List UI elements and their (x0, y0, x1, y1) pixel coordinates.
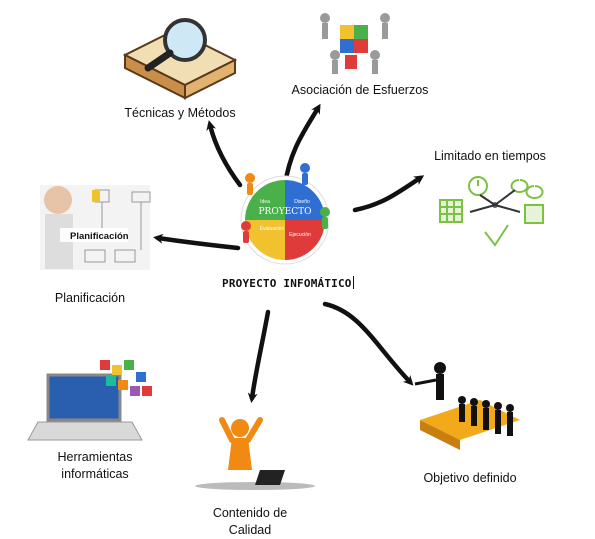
puzzle-word-proyecto: PROYECTO (259, 207, 312, 217)
center-title[interactable]: PROYECTO INFOMÁTICO (222, 276, 354, 290)
magnifier-book-image (122, 18, 238, 100)
leader-team-image (414, 362, 520, 450)
center-puzzle-image: PROYECTO Diseño Idea Evaluación Ejecució… (240, 163, 330, 265)
node-herramientas-line2: informáticas (61, 467, 129, 481)
node-contenido: Contenido de Calidad (195, 505, 305, 539)
node-tecnicas: Técnicas y Métodos (124, 106, 236, 120)
arrows (153, 103, 425, 403)
node-limitado: Limitado en tiempos (434, 149, 546, 163)
arrow-to-tecnicas (206, 120, 243, 188)
puzzle-word-ejecucion: Ejecución (289, 232, 311, 238)
node-planificacion: Planificación (54, 291, 126, 305)
people-puzzle-image (320, 13, 390, 74)
text-cursor (352, 276, 354, 289)
arrow-to-objetivo (322, 301, 414, 386)
arrow-to-planificacion (153, 233, 241, 251)
node-herramientas-line1: Herramientas (57, 450, 133, 464)
planning-flowchart-image: Planificación (40, 185, 151, 270)
time-icons-image (439, 176, 544, 247)
node-objetivo: Objetivo definido (423, 471, 517, 485)
arrow-to-contenido (247, 309, 271, 403)
puzzle-word-evaluacion: Evaluación (260, 226, 285, 232)
node-contenido-line2: Calidad (228, 523, 272, 537)
node-herramientas: Herramientas informáticas (40, 449, 150, 483)
node-contenido-line1: Contenido de (212, 506, 288, 520)
planning-image-text: Planificación (70, 231, 129, 242)
center-title-text: PROYECTO INFOMÁTICO (222, 277, 352, 290)
laptop-apps-image (27, 360, 152, 441)
node-asociacion: Asociación de Esfuerzos (291, 83, 429, 97)
puzzle-word-idea: Idea (260, 199, 270, 205)
arrow-to-limitado (352, 175, 425, 213)
arrow-to-asociacion (282, 103, 321, 188)
orange-figure-image (195, 417, 315, 490)
puzzle-word-diseno: Diseño (294, 199, 310, 205)
